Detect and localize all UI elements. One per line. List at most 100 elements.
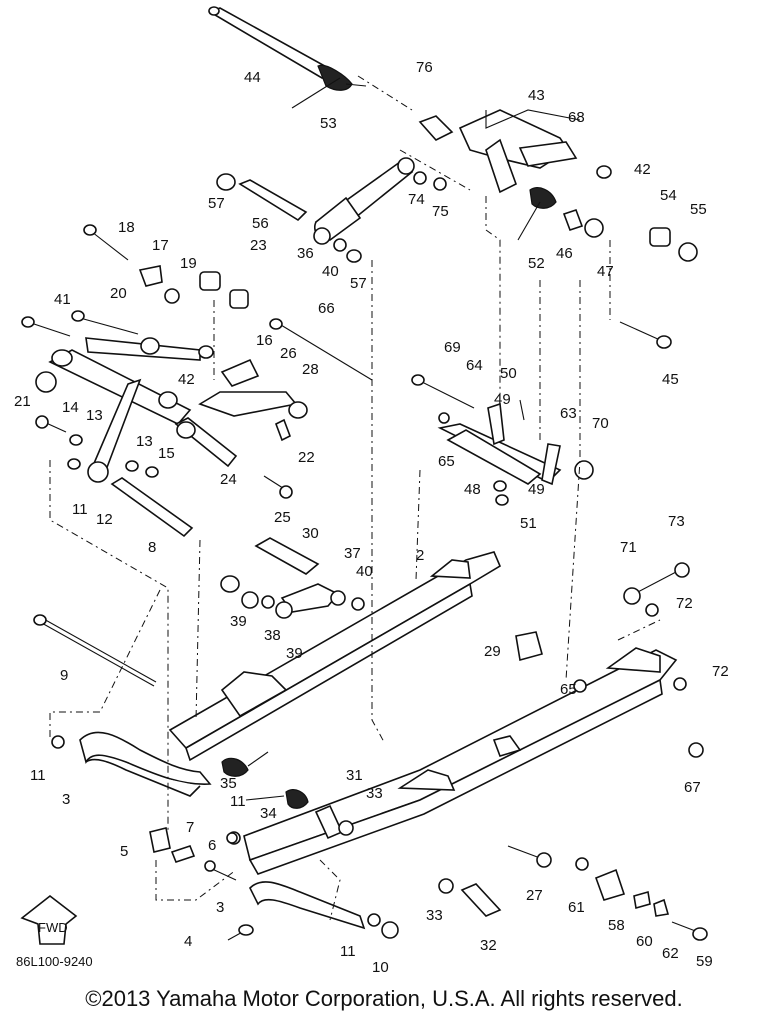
- callout-49: 49: [494, 391, 511, 408]
- callout-71: 71: [620, 539, 637, 556]
- callout-37: 37: [344, 545, 361, 562]
- callout-14: 14: [62, 399, 79, 416]
- callout-11: 11: [30, 767, 46, 784]
- callout-11: 11: [72, 501, 88, 518]
- callout-11: 11: [340, 943, 356, 960]
- callout-64: 64: [466, 357, 483, 374]
- callout-8: 8: [148, 539, 156, 556]
- callout-39: 39: [230, 613, 247, 630]
- arm-43-part: [418, 109, 612, 241]
- callout-44: 44: [244, 69, 261, 86]
- callout-47: 47: [597, 263, 614, 280]
- diagram-artwork: [21, 6, 708, 941]
- callout-18: 18: [118, 219, 135, 236]
- callout-23: 23: [250, 237, 267, 254]
- drawing-code: 86L100-9240: [16, 954, 93, 969]
- callout-42: 42: [634, 161, 651, 178]
- nut-55-part: [678, 242, 698, 262]
- callout-56: 56: [252, 215, 269, 232]
- callout-63: 63: [560, 405, 577, 422]
- fwd-label: FWD: [38, 920, 68, 935]
- callout-54: 54: [660, 187, 677, 204]
- callout-38: 38: [264, 627, 281, 644]
- rail-2-part: [168, 551, 502, 762]
- callout-24: 24: [220, 471, 237, 488]
- callout-19: 19: [180, 255, 197, 272]
- pin-8-part: [110, 477, 194, 538]
- shaft-44-part: [208, 6, 367, 109]
- callout-66: 66: [318, 300, 335, 317]
- callout-76: 76: [416, 59, 433, 76]
- callout-3: 3: [62, 791, 70, 808]
- callout-59: 59: [696, 953, 713, 970]
- callout-12: 12: [96, 511, 113, 528]
- callout-40: 40: [356, 563, 373, 580]
- front-arm-assembly: [35, 337, 308, 483]
- callout-36: 36: [297, 245, 314, 262]
- callout-15: 15: [158, 445, 175, 462]
- fwd-arrow-icon: FWD: [20, 894, 78, 945]
- callout-73: 73: [668, 513, 685, 530]
- callout-65: 65: [438, 453, 455, 470]
- callout-3: 3: [216, 899, 224, 916]
- slide-rail-3-upper-part: [79, 731, 212, 797]
- callout-53: 53: [320, 115, 337, 132]
- callout-57: 57: [208, 195, 225, 212]
- callout-13: 13: [86, 407, 103, 424]
- callout-11: 11: [230, 793, 246, 810]
- callout-20: 20: [110, 285, 127, 302]
- rear-arm-assembly: [411, 374, 594, 506]
- callout-65: 65: [560, 681, 577, 698]
- callout-28: 28: [302, 361, 319, 378]
- callout-30: 30: [302, 525, 319, 542]
- callout-39: 39: [286, 645, 303, 662]
- callout-32: 32: [480, 937, 497, 954]
- callout-22: 22: [298, 449, 315, 466]
- callout-7: 7: [186, 819, 194, 836]
- callout-58: 58: [608, 917, 625, 934]
- callout-17: 17: [152, 237, 169, 254]
- copyright-notice: ©2013 Yamaha Motor Corporation, U.S.A. A…: [85, 986, 683, 1011]
- callout-33: 33: [366, 785, 383, 802]
- callout-72: 72: [676, 595, 693, 612]
- callout-34: 34: [260, 805, 277, 822]
- callout-21: 21: [14, 393, 31, 410]
- callout-75: 75: [432, 203, 449, 220]
- callout-33: 33: [426, 907, 443, 924]
- callout-49: 49: [528, 481, 545, 498]
- cap-54-part: [649, 227, 671, 247]
- callout-31: 31: [346, 767, 363, 784]
- callout-40: 40: [322, 263, 339, 280]
- callout-72: 72: [712, 663, 729, 680]
- callout-45: 45: [662, 371, 679, 388]
- callout-4: 4: [184, 933, 192, 950]
- callout-42: 42: [178, 371, 195, 388]
- callout-26: 26: [280, 345, 297, 362]
- callout-5: 5: [120, 843, 128, 860]
- callout-46: 46: [556, 245, 573, 262]
- callout-41: 41: [54, 291, 71, 308]
- callout-68: 68: [568, 109, 585, 126]
- callout-10: 10: [372, 959, 389, 976]
- pin-56-part: [216, 173, 308, 222]
- callout-48: 48: [464, 481, 481, 498]
- callout-51: 51: [520, 515, 537, 532]
- callout-6: 6: [208, 837, 216, 854]
- callout-13: 13: [136, 433, 153, 450]
- callout-25: 25: [274, 509, 291, 526]
- callout-43: 43: [528, 87, 545, 104]
- callout-62: 62: [662, 945, 679, 962]
- callout-57: 57: [350, 275, 367, 292]
- callout-2: 2: [416, 547, 424, 564]
- callout-67: 67: [684, 779, 701, 796]
- callout-74: 74: [408, 191, 425, 208]
- callout-16: 16: [256, 332, 273, 349]
- callout-69: 69: [444, 339, 461, 356]
- callout-29: 29: [484, 643, 501, 660]
- callout-27: 27: [526, 887, 543, 904]
- callout-55: 55: [690, 201, 707, 218]
- callout-9: 9: [60, 667, 68, 684]
- callout-70: 70: [592, 415, 609, 432]
